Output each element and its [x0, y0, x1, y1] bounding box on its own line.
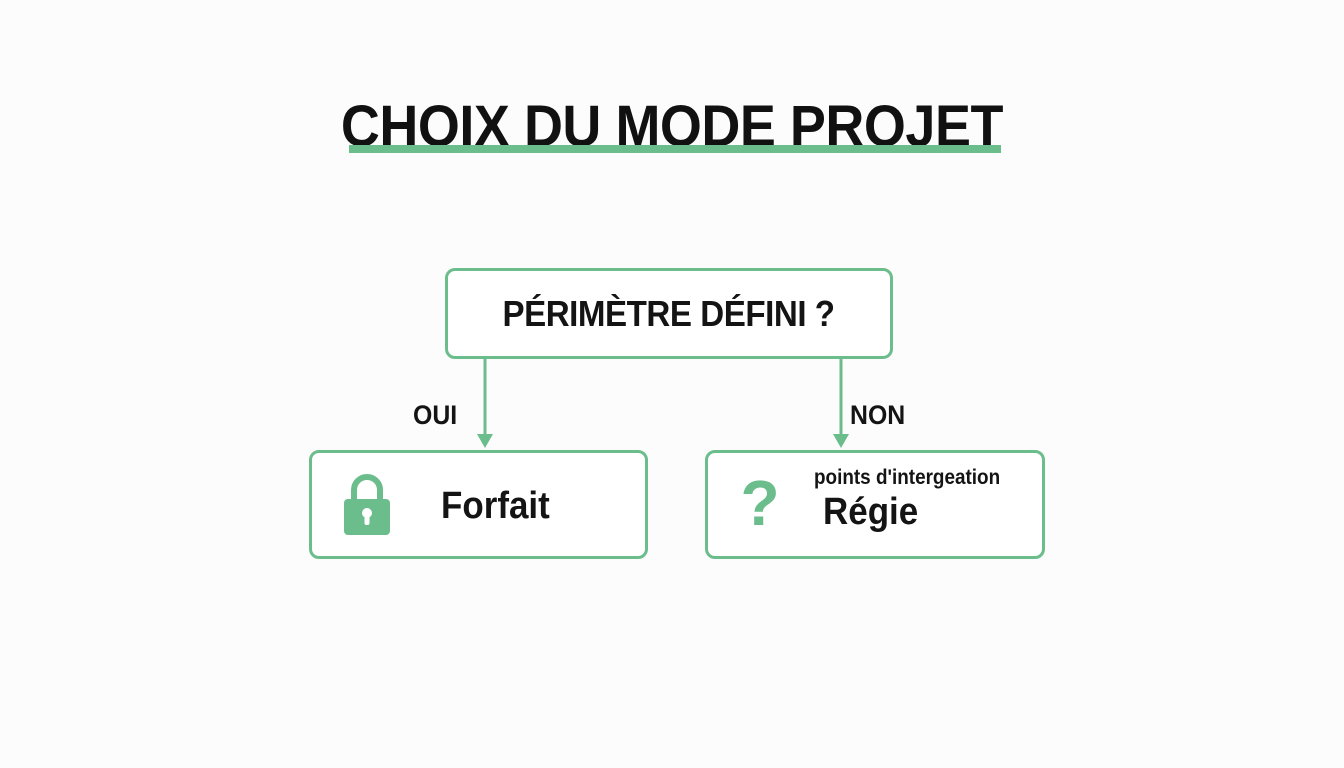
outcome-box-forfait	[309, 450, 648, 559]
decision-question: PÉRIMÈTRE DÉFINI ?	[502, 292, 836, 334]
outcome-subtext-regie: points d'intergeation	[814, 466, 1001, 489]
decision-box: PÉRIMÈTRE DÉFINI ?	[445, 268, 893, 359]
outcome-label-regie: Régie	[823, 491, 919, 533]
outcome-label-forfait: Forfait	[441, 485, 550, 527]
question-mark-icon: ?	[740, 467, 780, 539]
arrowhead-oui	[477, 434, 493, 448]
branch-label-non: NON	[850, 400, 906, 430]
arrowhead-non	[833, 434, 849, 448]
lock-icon	[344, 474, 390, 535]
outcome-box-regie	[705, 450, 1045, 559]
title-underline	[349, 145, 1001, 153]
branch-label-oui: OUI	[413, 400, 458, 430]
